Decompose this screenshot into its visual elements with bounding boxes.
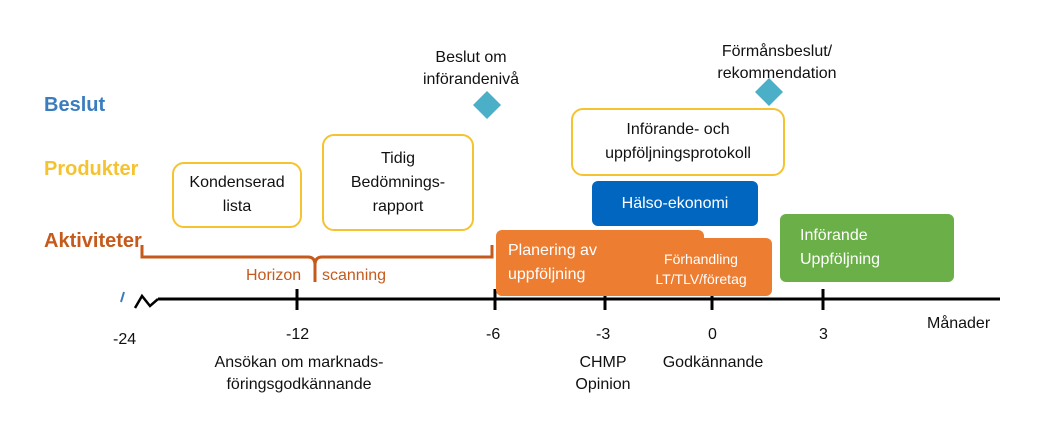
row-label-decision: Beslut	[44, 94, 106, 116]
tick-label-zero: 0	[708, 326, 717, 343]
activity-negotiation-label: Förhandling LT/TLV/företag	[655, 251, 747, 287]
note-market-authorization: Ansökan om marknads-föringsgodkännande	[214, 354, 384, 393]
decision-diamond-icon	[755, 78, 783, 106]
axis-unit-label: Månader	[927, 315, 991, 332]
horizon-scanning-left: Horizon	[246, 267, 302, 284]
horizon-bracket	[140, 245, 494, 282]
activity-negotiation: Förhandling LT/TLV/företag	[630, 238, 772, 296]
activity-planning-label: Planering av uppföljning	[508, 242, 597, 283]
product-protocol-label: Införande- och uppföljningsprotokoll	[605, 121, 751, 162]
product-condensed-list: Kondenserad lista	[172, 162, 302, 228]
activity-health-economics-label: Hälso-ekonomi	[621, 194, 729, 212]
row-label-products: Produkter	[44, 158, 139, 180]
tick-label-m12: -12	[286, 326, 310, 343]
decision-benefit: Förmånsbeslut/ rekommendation	[717, 43, 837, 82]
tick-label-p3: 3	[819, 326, 828, 343]
product-condensed-list-label: Kondenserad lista	[189, 174, 285, 215]
axis-start-mark	[120, 291, 125, 303]
horizon-scanning-right: scanning	[322, 267, 387, 284]
activity-implementation: Införande Uppföljning	[780, 214, 954, 282]
tick-label-m6: -6	[486, 326, 501, 343]
product-early-assessment-label: Tidig Bedömnings-rapport	[350, 149, 446, 215]
product-protocol: Införande- och uppföljningsprotokoll	[571, 108, 785, 176]
decision-implementation-level: Beslut om införandenivå	[422, 49, 520, 88]
note-approval: Godkännande	[662, 354, 764, 371]
row-label-activities: Aktiviteter	[44, 230, 142, 252]
note-chmp-opinion: CHMP Opinion	[575, 354, 631, 393]
decision-diamond-icon	[473, 91, 501, 119]
tick-label-m24: -24	[113, 331, 137, 348]
activity-health-economics: Hälso-ekonomi	[592, 181, 758, 226]
axis-break	[133, 293, 159, 309]
activity-implementation-label: Införande Uppföljning	[800, 227, 881, 268]
tick-label-m3: -3	[596, 326, 611, 343]
product-early-assessment: Tidig Bedömnings-rapport	[322, 134, 474, 231]
